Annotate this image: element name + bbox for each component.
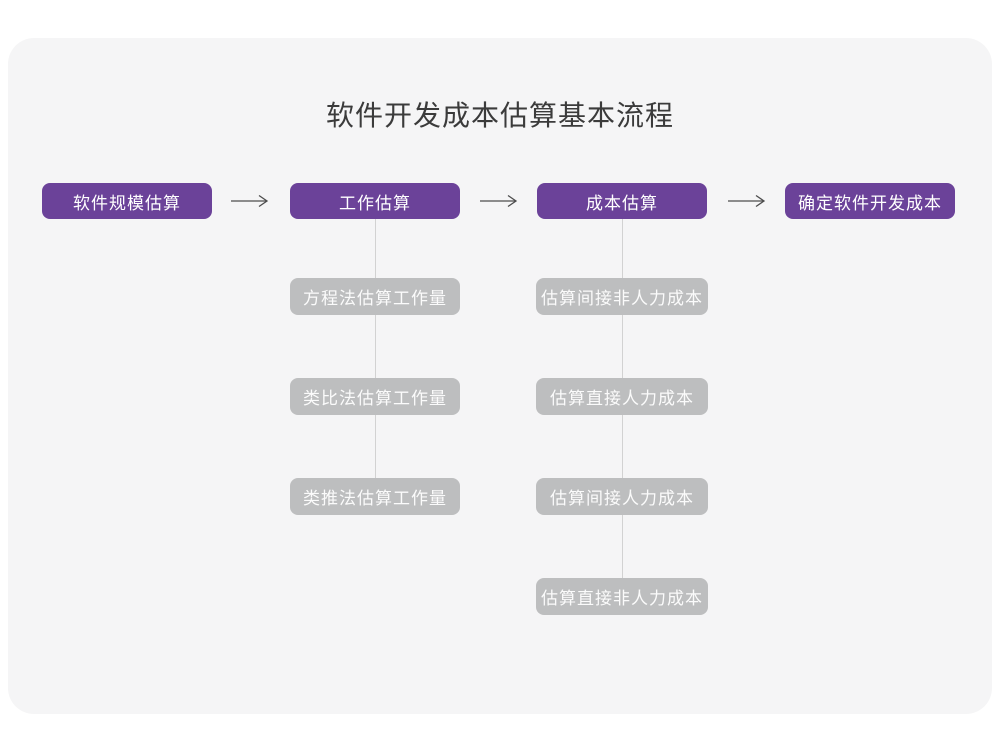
stage-cost-estimation: 成本估算 [537,183,707,219]
substep-extrapolation-method: 类推法估算工作量 [290,478,460,515]
stage-work-estimation: 工作估算 [290,183,460,219]
right-arrow-icon [728,194,766,208]
flowchart-card [8,38,992,714]
substep-analogy-method: 类比法估算工作量 [290,378,460,415]
right-arrow-icon [480,194,518,208]
substep-equation-method: 方程法估算工作量 [290,278,460,315]
connector-line-work-estimation [375,218,376,497]
page-title: 软件开发成本估算基本流程 [325,100,674,131]
right-arrow-icon [231,194,269,208]
stage-software-size-estimation: 软件规模估算 [42,183,212,219]
stage-determine-development-cost: 确定软件开发成本 [785,183,955,219]
substep-indirect-labor-cost: 估算间接人力成本 [536,478,708,515]
substep-direct-labor-cost: 估算直接人力成本 [536,378,708,415]
substep-indirect-non-labor-cost: 估算间接非人力成本 [536,278,708,315]
substep-direct-non-labor-cost: 估算直接非人力成本 [536,578,708,615]
